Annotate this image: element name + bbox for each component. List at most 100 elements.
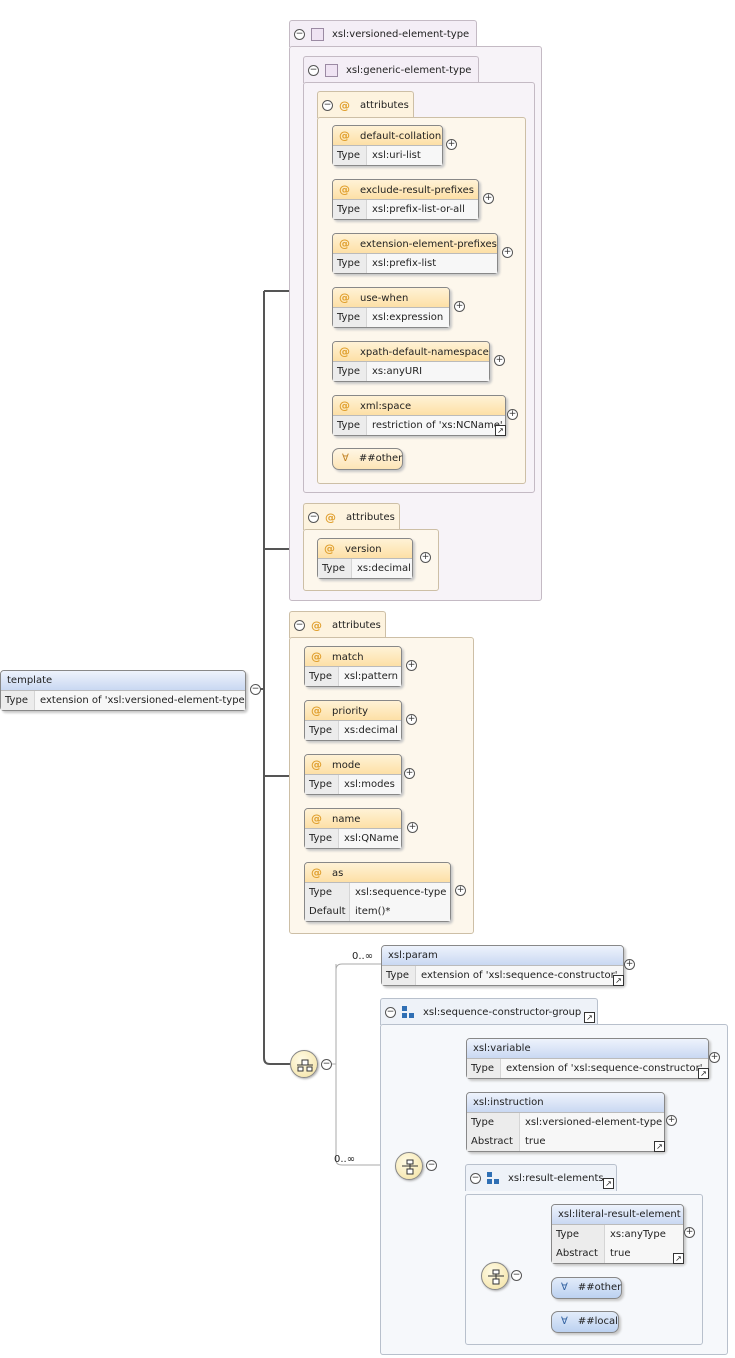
sequence-constructor-group-tab[interactable]: − xsl:sequence-constructor-group ↗ bbox=[380, 998, 598, 1025]
attribute-icon: @ bbox=[311, 812, 322, 825]
expand-icon[interactable]: + bbox=[624, 959, 635, 970]
element-wildcard-other[interactable]: ∀##other bbox=[551, 1277, 622, 1299]
attribute-name: match bbox=[332, 652, 364, 663]
expand-icon[interactable]: + bbox=[684, 1227, 695, 1238]
attribute-name: mode bbox=[332, 760, 361, 771]
abstract-key: Abstract bbox=[467, 1132, 520, 1151]
sequence-compositor-icon[interactable] bbox=[290, 1050, 318, 1078]
expand-icon[interactable]: + bbox=[507, 409, 518, 420]
link-icon[interactable]: ↗ bbox=[654, 1141, 665, 1152]
collapse-icon[interactable]: − bbox=[294, 28, 305, 40]
collapse-icon[interactable]: − bbox=[322, 99, 333, 111]
element-name: xsl:literal-result-element bbox=[558, 1209, 681, 1220]
version-attributes-tab[interactable]: − @ attributes bbox=[303, 503, 400, 530]
choice-compositor-icon[interactable] bbox=[481, 1262, 509, 1290]
attribute-name: xpath-default-namespace bbox=[360, 347, 489, 358]
collapse-icon[interactable]: − bbox=[294, 619, 305, 631]
link-icon[interactable]: ↗ bbox=[495, 425, 506, 436]
attributes-label: attributes bbox=[332, 619, 381, 631]
attribute-name: exclude-result-prefixes bbox=[360, 185, 475, 196]
type-key: Type bbox=[333, 146, 367, 165]
expand-icon[interactable]: + bbox=[483, 193, 494, 204]
abstract-value: true bbox=[605, 1244, 683, 1263]
generic-attributes-tab[interactable]: − @ attributes bbox=[317, 91, 414, 118]
wildcard-icon: ∀ bbox=[561, 1282, 568, 1293]
type-key: Type bbox=[467, 1113, 520, 1132]
attribute-icon: @ bbox=[325, 510, 336, 524]
type-key: Type bbox=[305, 667, 339, 686]
expand-icon[interactable]: + bbox=[420, 552, 431, 563]
expand-icon[interactable]: + bbox=[406, 660, 417, 671]
collapse-icon[interactable]: − bbox=[511, 1270, 522, 1281]
element-name: xsl:variable bbox=[473, 1043, 531, 1054]
type-key: Type bbox=[305, 775, 339, 794]
type-key: Type bbox=[305, 883, 350, 902]
wildcard-label: ##local bbox=[577, 1316, 618, 1327]
wildcard-icon: ∀ bbox=[561, 1316, 568, 1327]
expand-icon[interactable]: + bbox=[666, 1115, 677, 1126]
type-key: Type bbox=[333, 308, 367, 327]
attribute-wildcard-other[interactable]: ∀##other bbox=[332, 448, 403, 470]
collapse-icon[interactable]: − bbox=[426, 1160, 437, 1171]
expand-icon[interactable]: + bbox=[455, 885, 466, 896]
link-icon[interactable]: ↗ bbox=[673, 1253, 684, 1264]
generic-element-type-tab[interactable]: − xsl:generic-element-type bbox=[303, 56, 479, 83]
group-label: xsl:result-elements bbox=[508, 1172, 604, 1184]
group-icon bbox=[402, 1006, 414, 1018]
abstract-key: Abstract bbox=[552, 1244, 605, 1263]
expand-icon[interactable]: + bbox=[494, 355, 505, 366]
expand-icon[interactable]: + bbox=[406, 714, 417, 725]
type-value: xsl:expression bbox=[367, 308, 449, 327]
type-key: Type bbox=[382, 966, 416, 985]
versioned-element-type-label: xsl:versioned-element-type bbox=[332, 28, 470, 40]
collapse-icon[interactable]: − bbox=[250, 684, 261, 695]
type-value: xs:decimal bbox=[339, 721, 401, 740]
collapse-icon[interactable]: − bbox=[470, 1172, 481, 1184]
type-value: xs:decimal bbox=[352, 559, 412, 578]
element-wildcard-local[interactable]: ∀ ##local bbox=[551, 1311, 619, 1333]
expand-icon[interactable]: + bbox=[502, 247, 513, 258]
expand-icon[interactable]: + bbox=[709, 1052, 720, 1063]
template-attributes-tab[interactable]: − @ attributes bbox=[289, 611, 386, 638]
type-key: Type bbox=[333, 416, 367, 435]
expand-icon[interactable]: + bbox=[454, 301, 465, 312]
choice-compositor-icon[interactable] bbox=[395, 1152, 423, 1180]
expand-icon[interactable]: + bbox=[407, 822, 418, 833]
attribute-name: priority bbox=[332, 706, 369, 717]
expand-icon[interactable]: + bbox=[446, 139, 457, 150]
link-icon[interactable]: ↗ bbox=[603, 1178, 614, 1189]
attribute-icon: @ bbox=[339, 237, 350, 250]
link-icon[interactable]: ↗ bbox=[584, 1012, 595, 1023]
expand-icon[interactable]: + bbox=[404, 768, 415, 779]
element-name: xsl:param bbox=[388, 950, 438, 961]
result-elements-tab[interactable]: − xsl:result-elements ↗ bbox=[465, 1164, 617, 1191]
type-value: xsl:uri-list bbox=[367, 146, 442, 165]
collapse-icon[interactable]: − bbox=[308, 64, 319, 76]
collapse-icon[interactable]: − bbox=[308, 511, 319, 523]
collapse-icon[interactable]: − bbox=[385, 1006, 396, 1018]
attribute-icon: @ bbox=[311, 866, 322, 879]
link-icon[interactable]: ↗ bbox=[698, 1068, 709, 1079]
link-icon[interactable]: ↗ bbox=[613, 975, 624, 986]
collapse-icon[interactable]: − bbox=[321, 1059, 332, 1070]
versioned-element-type-tab[interactable]: − xsl:versioned-element-type bbox=[289, 20, 477, 47]
type-value: xsl:sequence-type bbox=[350, 883, 450, 902]
element-name: template bbox=[7, 675, 53, 686]
